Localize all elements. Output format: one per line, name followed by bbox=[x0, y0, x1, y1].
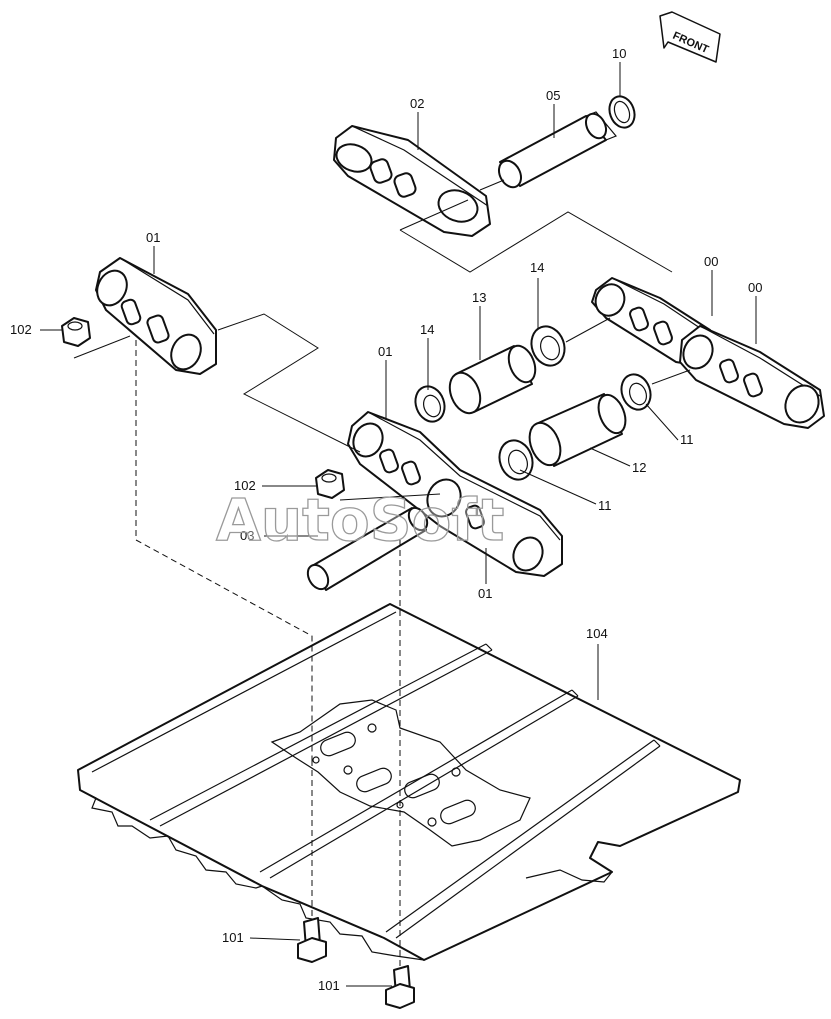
bolt-101-right bbox=[385, 965, 415, 1009]
label-11-upper: 11 bbox=[680, 432, 694, 447]
label-101-right: 101 bbox=[318, 978, 340, 993]
label-14-left: 14 bbox=[420, 322, 434, 337]
seal-14-left bbox=[414, 385, 446, 423]
label-00-b: 00 bbox=[748, 280, 762, 295]
link-00-back bbox=[679, 325, 825, 429]
pin-05 bbox=[497, 111, 617, 189]
label-102-center: 102 bbox=[234, 478, 256, 493]
pin-03 bbox=[306, 506, 429, 591]
label-01-center-bottom: 01 bbox=[478, 586, 492, 601]
bushing-12 bbox=[528, 393, 627, 467]
label-101-left: 101 bbox=[222, 930, 244, 945]
label-05: 05 bbox=[546, 88, 560, 103]
label-00-a: 00 bbox=[704, 254, 718, 269]
watermark: AutoSoft bbox=[216, 486, 504, 554]
label-02: 02 bbox=[410, 96, 424, 111]
label-13: 13 bbox=[472, 290, 486, 305]
link-01-center bbox=[347, 411, 563, 577]
track-shoe-plate bbox=[77, 603, 741, 961]
label-01-center-top: 01 bbox=[378, 344, 392, 359]
bolt-101-left bbox=[297, 917, 327, 963]
label-12: 12 bbox=[632, 460, 646, 475]
label-03: 03 bbox=[240, 528, 254, 543]
link-02 bbox=[333, 125, 491, 237]
label-10: 10 bbox=[612, 46, 626, 61]
part-labels: 01 02 05 10 14 13 14 01 00 00 102 102 03… bbox=[10, 46, 762, 993]
seal-14-right bbox=[530, 325, 566, 367]
link-01-left bbox=[95, 257, 217, 375]
seal-11-left bbox=[498, 439, 534, 481]
label-102-left: 102 bbox=[10, 322, 32, 337]
label-11-lower: 11 bbox=[598, 498, 612, 513]
nut-102-left bbox=[61, 317, 91, 347]
label-01-left: 01 bbox=[146, 230, 160, 245]
seal-11-right bbox=[620, 373, 652, 411]
assembly-lines bbox=[73, 179, 691, 968]
label-14-right: 14 bbox=[530, 260, 544, 275]
nut-102-center bbox=[315, 469, 345, 499]
ring-10 bbox=[608, 95, 636, 129]
label-leaders bbox=[40, 62, 757, 987]
front-arrow-icon: FRONT bbox=[659, 11, 721, 63]
bushing-13 bbox=[448, 344, 537, 415]
label-104: 104 bbox=[586, 626, 608, 641]
